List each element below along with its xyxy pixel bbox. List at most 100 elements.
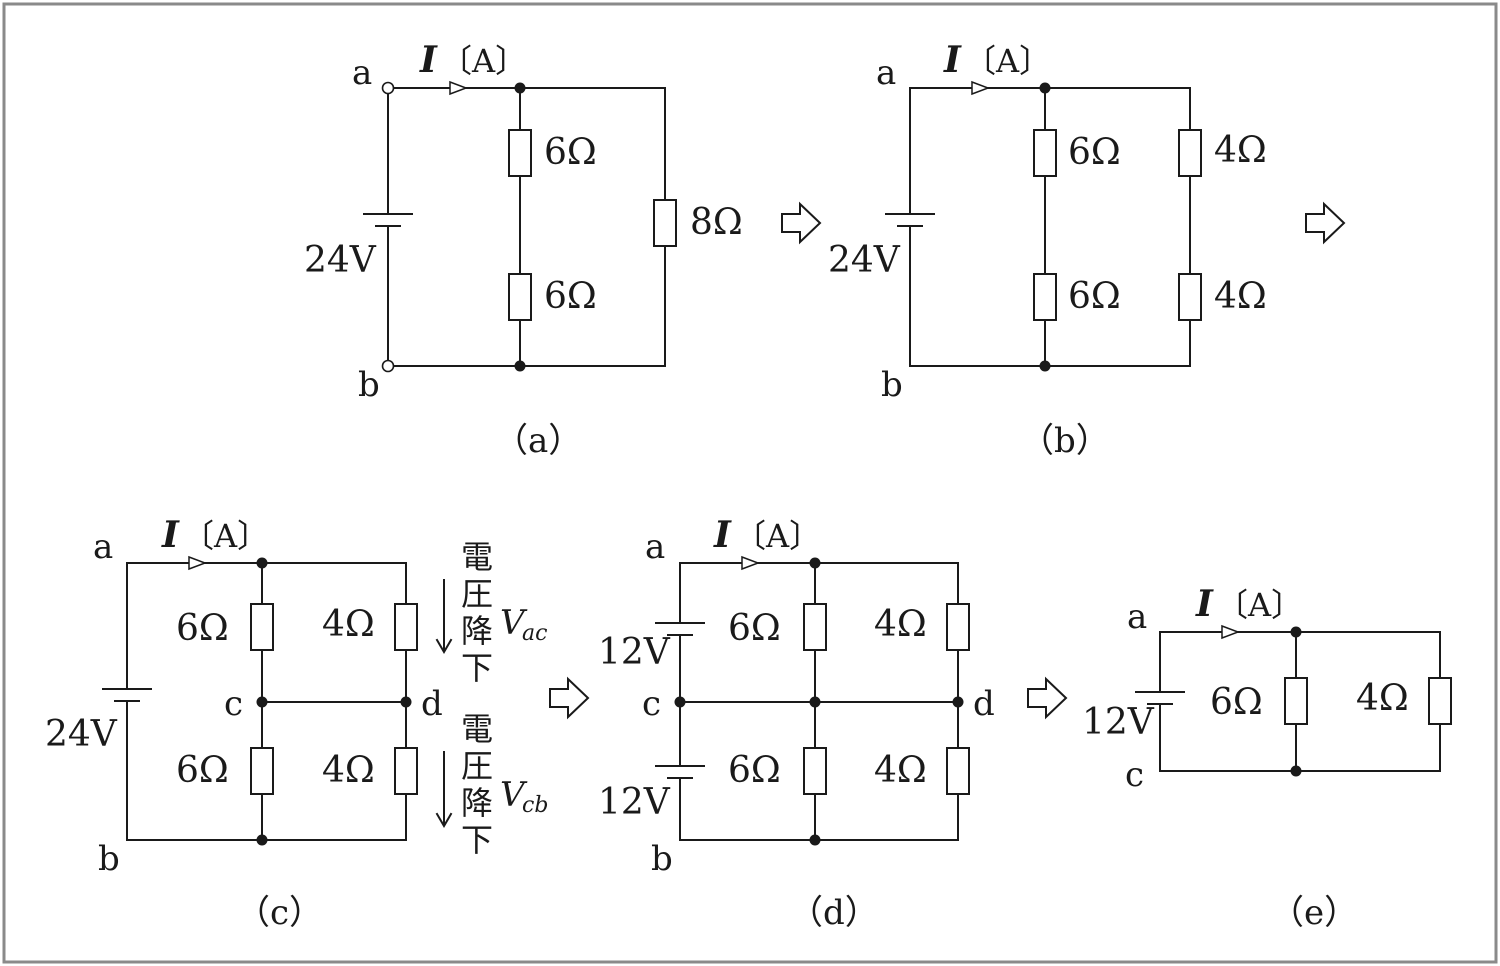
wire-a-top — [387, 87, 666, 201]
caption-b: （b） — [1020, 421, 1110, 461]
panel-c: a b c d 24V I 〔A〕 6Ω 6Ω 4Ω 4Ω 電 圧 降 下 V … — [45, 514, 548, 933]
node-label-c-top: a — [93, 527, 113, 567]
node-label-a-top: a — [352, 53, 372, 93]
resistor-label-b-right-lower: 4Ω — [1214, 276, 1267, 317]
terminal-a-top — [381, 81, 395, 95]
source-label-d-upper: 12V — [598, 632, 671, 673]
resistor-b-right-lower — [1178, 273, 1202, 321]
resistor-label-c-right-upper: 4Ω — [322, 604, 375, 645]
resistor-label-d-right-upper: 4Ω — [874, 604, 927, 645]
terminal-a-bottom — [381, 359, 395, 373]
transition-arrow-a-b — [781, 201, 822, 245]
junction-c-bottom — [256, 834, 268, 846]
node-label-d-bottom: b — [651, 839, 673, 879]
vcb-symbol: V — [500, 775, 528, 815]
resistor-a-right — [653, 199, 677, 247]
resistor-d-right-lower — [946, 747, 970, 795]
junction-c-top — [256, 557, 268, 569]
caption-e: （e） — [1270, 893, 1358, 933]
resistor-e-right — [1428, 677, 1452, 725]
voltage-drop-vac: 電 圧 降 下 V ac — [435, 538, 547, 687]
current-arrow-c — [188, 555, 208, 571]
node-label-c-mid-left: c — [224, 684, 243, 724]
junction-d-center-mid — [809, 696, 821, 708]
drop-text-vcb-3: 降 — [461, 784, 493, 822]
resistor-b-right-upper — [1178, 129, 1202, 177]
junction-d-right-mid — [952, 696, 964, 708]
drop-arrow-vcb-head — [435, 812, 453, 828]
drop-text-vcb-1: 電 — [461, 710, 493, 748]
caption-d: （d） — [789, 893, 879, 933]
drop-arrow-vac-head — [435, 638, 453, 654]
node-label-d-mid-right: d — [973, 684, 995, 724]
vac-subscript: ac — [522, 621, 547, 646]
caption-a: （a） — [494, 421, 582, 461]
drop-text-vac-4: 下 — [461, 649, 493, 687]
current-arrow-e — [1221, 624, 1241, 640]
node-label-a-bottom: b — [358, 365, 380, 405]
node-label-b-bottom: b — [881, 365, 903, 405]
resistor-label-d-right-lower: 4Ω — [874, 750, 927, 791]
vac-symbol: V — [500, 603, 528, 643]
panel-e: a c 12V I 〔A〕 6Ω 4Ω （e） — [1082, 583, 1452, 933]
resistor-c-right-lower — [394, 747, 418, 795]
resistor-label-b-mid-lower: 6Ω — [1068, 276, 1121, 317]
source-label-e: 12V — [1082, 702, 1155, 743]
vcb-subscript: cb — [522, 793, 548, 818]
resistor-a-lower — [508, 273, 532, 321]
resistor-label-a-right: 8Ω — [690, 202, 743, 243]
current-arrow-b — [971, 80, 991, 96]
resistor-d-mid-upper — [803, 603, 827, 651]
node-label-d-mid-left: c — [642, 684, 661, 724]
junction-a-bottom — [514, 360, 526, 372]
current-unit-e: 〔A〕 — [1216, 586, 1303, 624]
resistor-b-mid-upper — [1033, 129, 1057, 177]
wire-b-outer — [909, 87, 1191, 367]
wire-e-outer — [1159, 631, 1441, 772]
resistor-c-right-upper — [394, 603, 418, 651]
resistor-c-mid-upper — [250, 603, 274, 651]
current-arrow-a — [449, 80, 469, 96]
resistor-label-e-right: 4Ω — [1356, 678, 1409, 719]
transition-arrow-c-d — [549, 676, 590, 720]
caption-c: （c） — [236, 893, 323, 933]
resistor-label-c-mid-lower: 6Ω — [176, 750, 229, 791]
source-label-a: 24V — [304, 240, 377, 281]
resistor-label-a-lower: 6Ω — [544, 276, 597, 317]
junction-d-top — [809, 557, 821, 569]
current-unit-a: 〔A〕 — [440, 42, 527, 80]
drop-text-vac-3: 降 — [461, 612, 493, 650]
resistor-c-mid-lower — [250, 747, 274, 795]
source-label-d-lower: 12V — [598, 782, 671, 823]
source-label-c: 24V — [45, 714, 118, 755]
resistor-e-mid — [1284, 677, 1308, 725]
junction-c-mid — [256, 696, 268, 708]
wire-a-right-bottom — [387, 245, 666, 367]
resistor-b-mid-lower — [1033, 273, 1057, 321]
transition-arrow-b-c — [1305, 201, 1346, 245]
voltage-drop-vcb: 電 圧 降 下 V cb — [435, 710, 548, 859]
current-label-a: I — [419, 39, 438, 81]
current-label-e: I — [1195, 583, 1214, 625]
node-label-c-bottom: b — [98, 839, 120, 879]
drop-text-vac-1: 電 — [461, 538, 493, 576]
drop-text-vac-2: 圧 — [461, 575, 493, 613]
drop-text-vcb-4: 下 — [461, 821, 493, 859]
junction-d-bottom — [809, 834, 821, 846]
node-label-e-bottom: c — [1125, 755, 1144, 795]
junction-b-bottom — [1039, 360, 1051, 372]
junction-d-left-mid — [674, 696, 686, 708]
node-label-d-top: a — [645, 527, 665, 567]
resistor-label-e-mid: 6Ω — [1210, 682, 1263, 723]
panel-a: a b 24V I 〔A〕 6Ω 6Ω 8Ω （a） — [304, 39, 743, 461]
junction-e-bottom — [1290, 765, 1302, 777]
current-unit-c: 〔A〕 — [182, 517, 269, 555]
node-label-b-top: a — [876, 53, 896, 93]
resistor-a-upper — [508, 129, 532, 177]
current-arrow-d — [741, 555, 761, 571]
current-unit-b: 〔A〕 — [964, 42, 1051, 80]
panel-b: a b 24V I 〔A〕 6Ω 6Ω 4Ω 4Ω （b） — [828, 39, 1267, 461]
resistor-label-d-mid-lower: 6Ω — [728, 750, 781, 791]
